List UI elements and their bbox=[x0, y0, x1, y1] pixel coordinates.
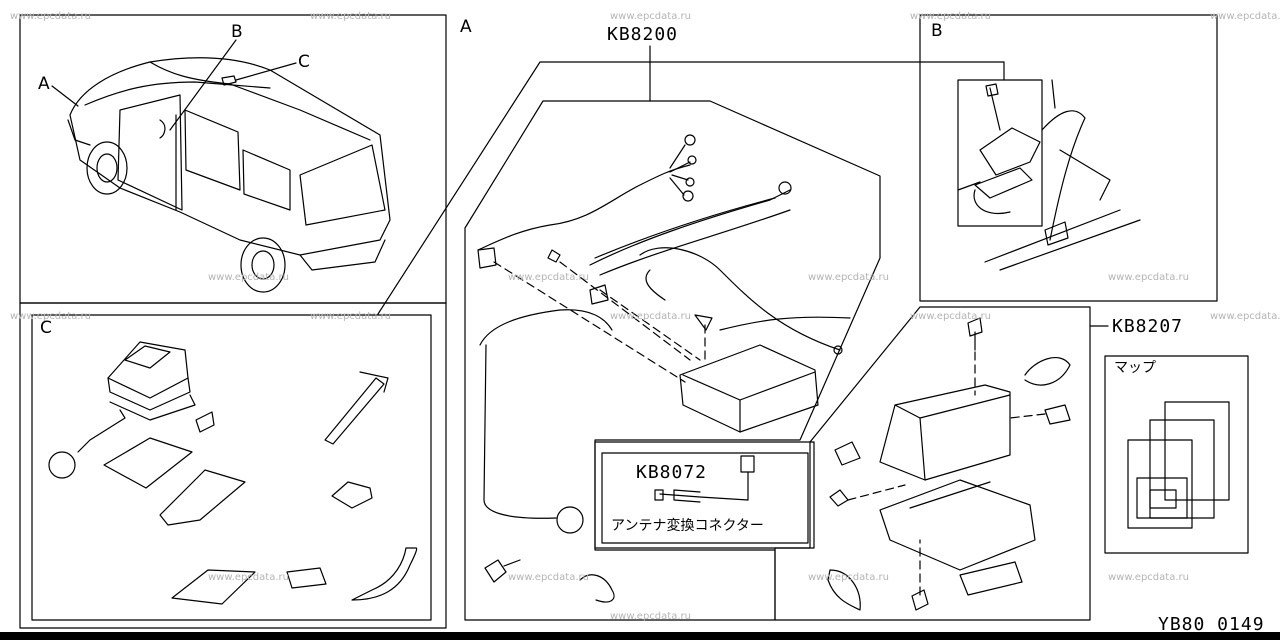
watermark: www.epcdata.ru bbox=[10, 311, 91, 322]
view-b-parts bbox=[958, 80, 1140, 270]
leader-kb8200-c bbox=[378, 62, 920, 314]
car-callout-a: A bbox=[38, 74, 50, 94]
roof-detail-frame bbox=[20, 303, 446, 628]
roof-parts bbox=[49, 342, 417, 604]
kb8200-dashed-guides bbox=[494, 262, 705, 382]
watermark: www.epcdata.ru bbox=[808, 272, 889, 283]
antenna-connector-part bbox=[655, 456, 754, 502]
watermark: www.epcdata.ru bbox=[508, 572, 589, 583]
part-code-kb8072: KB8072 bbox=[636, 462, 708, 483]
bottom-band bbox=[0, 632, 1280, 640]
watermark: www.epcdata.ru bbox=[1210, 11, 1280, 22]
watermark: www.epcdata.ru bbox=[1108, 572, 1189, 583]
frames bbox=[20, 15, 1248, 628]
leader-b-box bbox=[920, 62, 1004, 80]
watermark: www.epcdata.ru bbox=[910, 11, 991, 22]
car-callout-c: C bbox=[298, 52, 310, 72]
part-code-kb8200: KB8200 bbox=[607, 24, 679, 45]
watermark: www.epcdata.ru bbox=[208, 572, 289, 583]
map-frame bbox=[1105, 356, 1248, 553]
kb8207-frame bbox=[775, 307, 1090, 620]
watermark: www.epcdata.ru bbox=[208, 272, 289, 283]
watermark: www.epcdata.ru bbox=[610, 611, 691, 622]
car-callout-b: B bbox=[231, 22, 243, 42]
map-label: マップ bbox=[1114, 360, 1156, 376]
kb8200-parts bbox=[478, 135, 850, 602]
antenna-connector-label: アンテナ変換コネクター bbox=[611, 518, 764, 534]
kb8200-frame bbox=[465, 101, 880, 620]
watermark: www.epcdata.ru bbox=[610, 11, 691, 22]
vehicle-illustration bbox=[68, 58, 390, 292]
roof-detail-inner-frame bbox=[32, 315, 431, 620]
watermark: www.epcdata.ru bbox=[808, 572, 889, 583]
watermark: www.epcdata.ru bbox=[1210, 311, 1280, 322]
view-label-a: A bbox=[460, 17, 472, 37]
watermark: www.epcdata.ru bbox=[10, 11, 91, 22]
view-b-frame bbox=[920, 15, 1217, 301]
view-label-b: B bbox=[931, 21, 943, 41]
watermark: www.epcdata.ru bbox=[310, 311, 391, 322]
watermark: www.epcdata.ru bbox=[508, 272, 589, 283]
watermark: www.epcdata.ru bbox=[310, 11, 391, 22]
vehicle-view-frame bbox=[20, 15, 446, 303]
watermark: www.epcdata.ru bbox=[1108, 272, 1189, 283]
kb8207-dashed-guides bbox=[848, 352, 1045, 595]
watermark: www.epcdata.ru bbox=[910, 311, 991, 322]
view-label-c: C bbox=[40, 318, 52, 338]
kb8207-parts bbox=[828, 318, 1070, 610]
vehicle-leaders bbox=[52, 40, 296, 130]
map-pages bbox=[1128, 402, 1229, 528]
antenna-inner-frame bbox=[602, 453, 808, 543]
watermark: www.epcdata.ru bbox=[610, 311, 691, 322]
part-code-kb8207: KB8207 bbox=[1112, 316, 1184, 337]
diagram-id: YB80 0149 bbox=[1158, 614, 1265, 635]
